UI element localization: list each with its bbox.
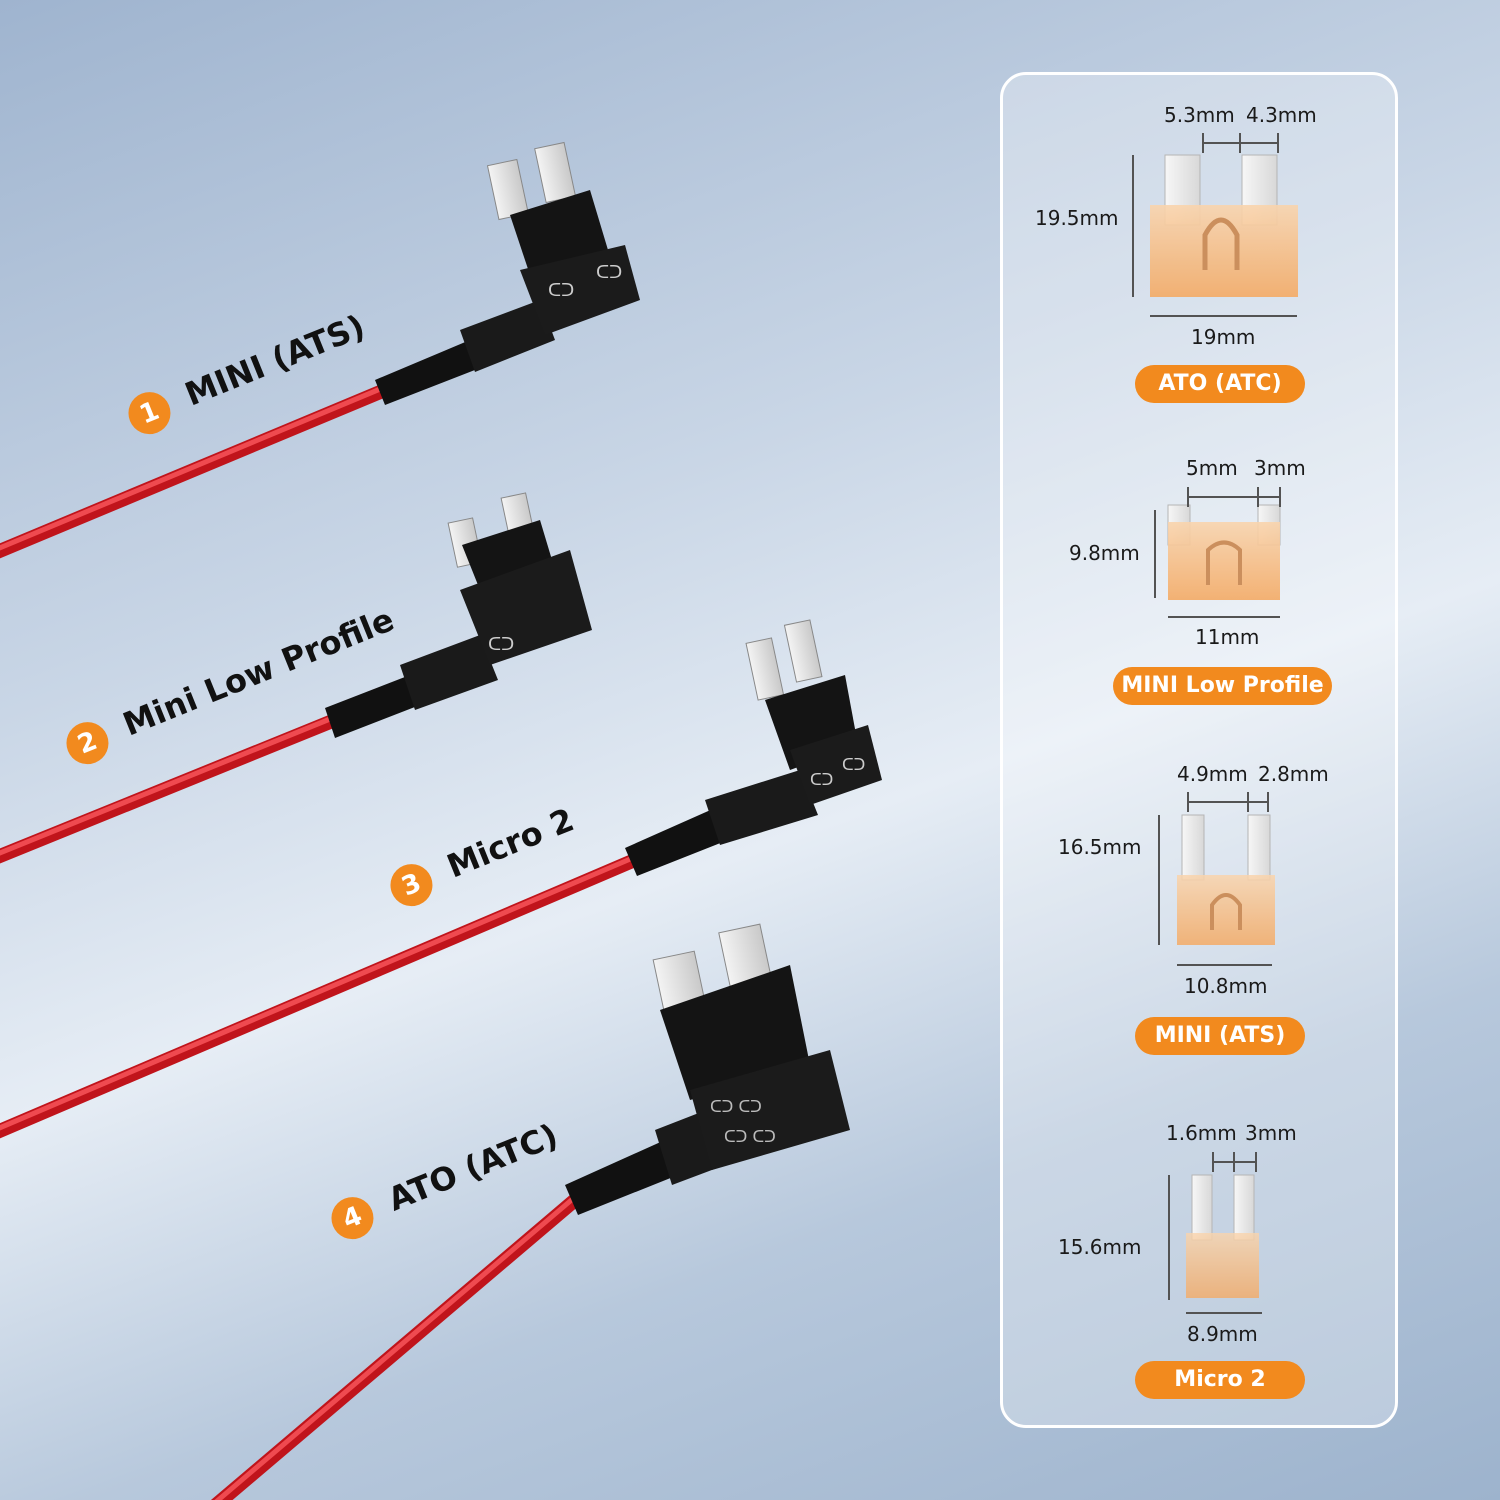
height-ato: 19.5mm xyxy=(1035,206,1119,230)
blade-width-micro2: 1.6mm xyxy=(1166,1121,1237,1145)
adapter-4-ato: ᑕᑐ ᑕᑐ ᑕᑐ ᑕᑐ xyxy=(652,923,850,1170)
fuse-type-pill-low-profile: MINI Low Profile xyxy=(1113,667,1332,705)
svg-text:ᑕᑐ ᑕᑐ: ᑕᑐ ᑕᑐ xyxy=(724,1127,776,1146)
width-low-profile: 11mm xyxy=(1195,625,1260,649)
svg-text:ᑕᑐ: ᑕᑐ xyxy=(596,262,622,283)
svg-text:ᑕᑐ: ᑕᑐ xyxy=(548,280,574,301)
blade-gap-mini: 2.8mm xyxy=(1258,762,1329,786)
width-micro2: 8.9mm xyxy=(1187,1322,1258,1346)
width-mini: 10.8mm xyxy=(1184,974,1268,998)
svg-text:ᑕᑐ ᑕᑐ: ᑕᑐ ᑕᑐ xyxy=(710,1097,762,1116)
fuse-ato-drawing xyxy=(1150,154,1298,297)
svg-text:ᑕᑐ: ᑕᑐ xyxy=(842,755,865,774)
fuse-type-pill-micro2: Micro 2 xyxy=(1135,1361,1305,1399)
fuse-type-pill-mini: MINI (ATS) xyxy=(1135,1017,1305,1055)
blade-gap-micro2: 3mm xyxy=(1245,1121,1297,1145)
adapter-1-mini: ᑕᑐ ᑕᑐ xyxy=(486,141,640,335)
dimension-arrows xyxy=(1132,133,1297,1314)
height-micro2: 15.6mm xyxy=(1058,1235,1142,1259)
blade-gap-low-profile: 3mm xyxy=(1254,456,1306,480)
fuse-type-pill-ato: ATO (ATC) xyxy=(1135,365,1305,403)
fuse-micro2-drawing xyxy=(1186,1174,1259,1298)
blade-width-ato: 5.3mm xyxy=(1164,103,1235,127)
adapter-2-low-profile: ᑕᑐ xyxy=(447,492,592,665)
blade-width-mini: 4.9mm xyxy=(1177,762,1248,786)
svg-text:ᑕᑐ: ᑕᑐ xyxy=(488,634,514,655)
svg-text:ᑕᑐ: ᑕᑐ xyxy=(810,770,833,789)
height-mini: 16.5mm xyxy=(1058,835,1142,859)
blade-width-low-profile: 5mm xyxy=(1186,456,1238,480)
adapter-3-micro2: ᑕᑐ ᑕᑐ xyxy=(745,619,882,805)
blade-gap-ato: 4.3mm xyxy=(1246,103,1317,127)
wire-3 xyxy=(0,770,818,1139)
width-ato: 19mm xyxy=(1191,325,1256,349)
height-low-profile: 9.8mm xyxy=(1069,541,1140,565)
fuse-mini-drawing xyxy=(1177,814,1275,945)
fuse-spec-panel xyxy=(1000,72,1398,1428)
wire-2 xyxy=(0,635,498,864)
fuse-low-profile-drawing xyxy=(1167,504,1281,600)
wire-1 xyxy=(0,300,555,559)
